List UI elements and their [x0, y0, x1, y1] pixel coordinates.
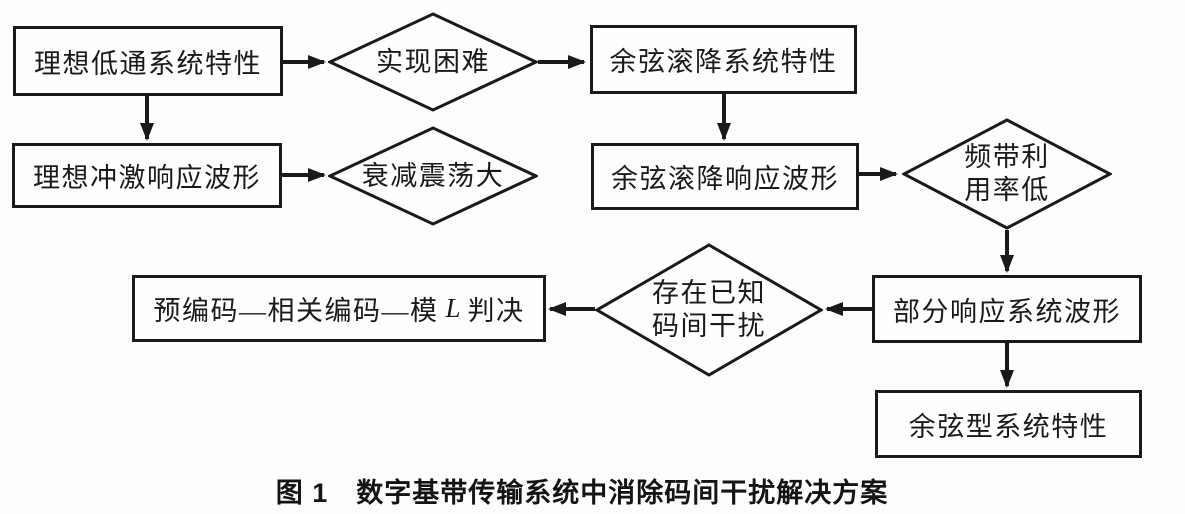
node-cosine-rolloff-system: 余弦滚降系统特性 — [590, 25, 857, 94]
decision-attenuation-oscillation-large: 衰减震荡大 — [328, 126, 538, 226]
figure-caption-label: 图 1 — [275, 478, 329, 508]
figure-caption-title: 数字基带传输系统中消除码间干扰解决方案 — [356, 478, 889, 508]
decision-label: 实现困难 — [376, 46, 490, 77]
node-partial-response-waveform: 部分响应系统波形 — [872, 275, 1142, 343]
node-label-variable-l: L — [445, 293, 461, 323]
node-cosine-rolloff-response: 余弦滚降响应波形 — [591, 143, 859, 210]
decision-implementation-difficult: 实现困难 — [328, 12, 538, 112]
decision-known-intersymbol-interference: 存在已知 码间干扰 — [595, 243, 823, 377]
node-ideal-impulse-response: 理想冲激响应波形 — [12, 143, 282, 208]
decision-label-line1: 存在已知 — [652, 278, 766, 308]
decision-label: 衰减震荡大 — [361, 160, 505, 191]
node-cosine-type-system: 余弦型系统特性 — [875, 390, 1142, 458]
diamond-outline-icon — [328, 126, 538, 226]
figure-caption: 图 1 数字基带传输系统中消除码间干扰解决方案 — [0, 471, 1164, 510]
decision-label-line1: 频带利 — [964, 142, 1050, 172]
decision-label-line2: 用率低 — [964, 175, 1050, 205]
node-label-suffix: 判决 — [467, 296, 525, 326]
diamond-outline-icon — [902, 118, 1112, 230]
node-label: 余弦滚降响应波形 — [611, 164, 839, 194]
node-label: 余弦滚降系统特性 — [609, 47, 838, 77]
decision-band-utilization-low: 频带利 用率低 — [902, 118, 1112, 230]
node-label: 部分响应系统波形 — [893, 296, 1121, 327]
node-label: 理想冲激响应波形 — [33, 163, 261, 193]
diamond-outline-icon — [328, 12, 538, 112]
decision-label-line2: 码间干扰 — [652, 311, 766, 341]
diamond-outline-icon — [595, 243, 823, 377]
node-label-prefix: 预编码—相关编码—模 — [153, 296, 439, 326]
node-label: 理想低通系统特性 — [34, 48, 262, 79]
node-ideal-lowpass-system: 理想低通系统特性 — [13, 26, 283, 96]
node-label: 余弦型系统特性 — [908, 411, 1109, 442]
